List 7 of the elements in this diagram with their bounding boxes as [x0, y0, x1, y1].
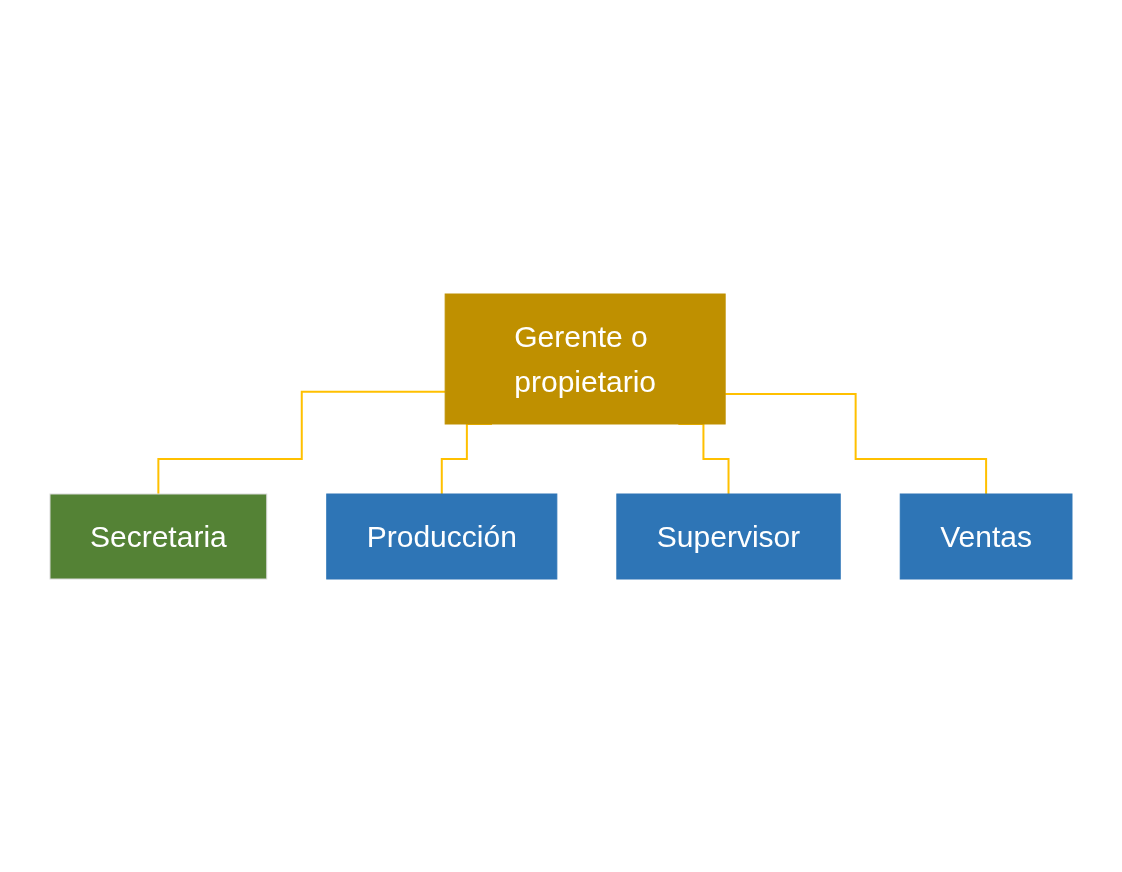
node-box: Ventas: [899, 493, 1073, 579]
connector: [157, 390, 447, 495]
node-box: Gerente o propietario: [444, 293, 726, 424]
node-box: Supervisor: [616, 493, 841, 579]
connector: [724, 392, 988, 495]
node-box: Producción: [326, 493, 558, 579]
node-box: Secretaria: [49, 493, 268, 579]
